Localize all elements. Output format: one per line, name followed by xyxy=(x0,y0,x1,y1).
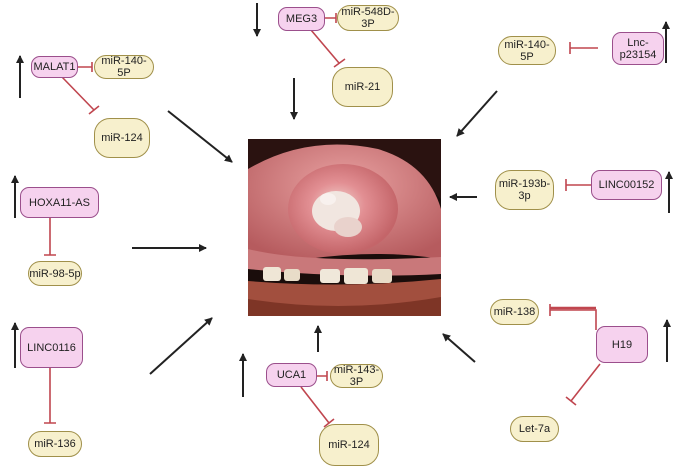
node-mir-193b-3p: miR-193b-3p xyxy=(495,170,554,210)
inhibit-lncp23154-mir140 xyxy=(570,42,598,54)
oral-lesion-photo xyxy=(248,139,441,316)
inhibit-uca1-mir143 xyxy=(317,371,327,381)
node-mir-138: miR-138 xyxy=(490,299,539,325)
node-mir-140-5p-lnc: miR-140-5P xyxy=(498,36,556,65)
node-mir-124-uca1: miR-124 xyxy=(319,424,379,466)
node-lnc-p23154: Lnc- p23154 xyxy=(612,32,664,65)
inhibit-linc0116-mir136 xyxy=(44,368,56,423)
inhibit-linc00152-mir193b xyxy=(566,179,591,191)
inhibit-malat1-mir140 xyxy=(78,62,92,72)
inhibit-hoxa11-mir98 xyxy=(44,218,56,255)
inhibit-meg3-mir21 xyxy=(311,30,345,67)
inhibit-uca1-mir124 xyxy=(301,387,334,427)
node-h19: H19 xyxy=(596,326,648,363)
arrow-h19-to-lesion xyxy=(443,334,475,362)
node-mir-143-3p: miR-143-3P xyxy=(330,364,383,388)
node-mir-140-5p-malat1: miR-140-5P xyxy=(94,55,154,79)
inhibit-h19-let7a xyxy=(566,364,600,405)
node-linc0116: LINC0116 xyxy=(20,327,83,368)
node-hoxa11-as: HOXA11-AS xyxy=(20,187,99,218)
node-mir-124-malat1: miR-124 xyxy=(94,118,150,158)
node-mir-136: miR-136 xyxy=(28,431,82,457)
arrow-malat1-to-lesion xyxy=(168,111,232,162)
arrow-linc0116-to-lesion xyxy=(150,318,212,374)
node-mir-98-5p: miR-98-5p xyxy=(28,261,82,286)
node-let-7a: Let-7a xyxy=(510,416,559,442)
node-uca1: UCA1 xyxy=(266,363,317,387)
inhibit-meg3-mir548d xyxy=(325,13,336,23)
node-mir-548d-3p: miR-548D-3P xyxy=(337,5,399,31)
node-malat1: MALAT1 xyxy=(31,56,78,78)
arrow-lncp23154-to-lesion xyxy=(457,91,497,136)
node-linc00152: LINC00152 xyxy=(591,170,662,200)
node-mir-21: miR-21 xyxy=(332,67,393,107)
node-meg3: MEG3 xyxy=(278,7,325,31)
inhibit-malat1-mir124 xyxy=(62,77,99,114)
